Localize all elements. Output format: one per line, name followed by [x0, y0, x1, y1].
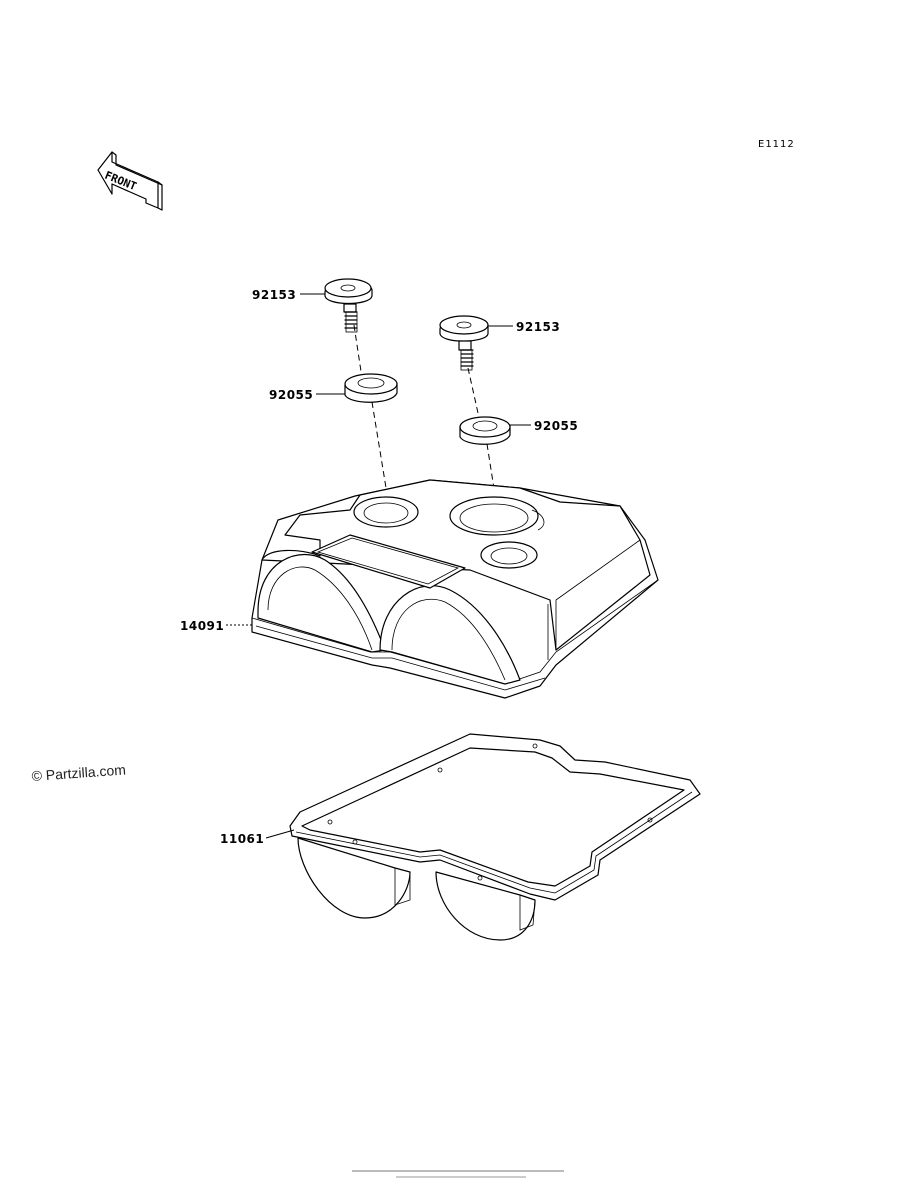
leader-gasket: [265, 829, 295, 839]
watermark: © Partzilla.com: [31, 761, 126, 784]
part-number-washer-right[interactable]: 92055: [534, 419, 578, 433]
washer-right[interactable]: [459, 416, 511, 445]
assembly-line-right-upper: [467, 367, 481, 423]
part-number-cover[interactable]: 14091: [180, 619, 224, 633]
washer-left[interactable]: [344, 373, 398, 403]
part-number-gasket[interactable]: 11061: [220, 832, 264, 846]
front-arrow-icon: FRONT: [97, 151, 163, 211]
bolt-left[interactable]: [324, 278, 373, 333]
part-number-washer-left[interactable]: 92055: [269, 388, 313, 402]
assembly-line-left-lower: [371, 401, 389, 501]
diagram-ref-code: E1112: [758, 139, 795, 150]
bolt-right[interactable]: [439, 315, 489, 371]
part-number-bolt-right[interactable]: 92153: [516, 320, 560, 334]
footer-fine-print: [352, 1170, 564, 1178]
valve-cover[interactable]: [251, 479, 659, 699]
part-number-bolt-left[interactable]: 92153: [252, 288, 296, 302]
assembly-line-left-upper: [353, 324, 363, 379]
gasket[interactable]: [289, 733, 701, 941]
